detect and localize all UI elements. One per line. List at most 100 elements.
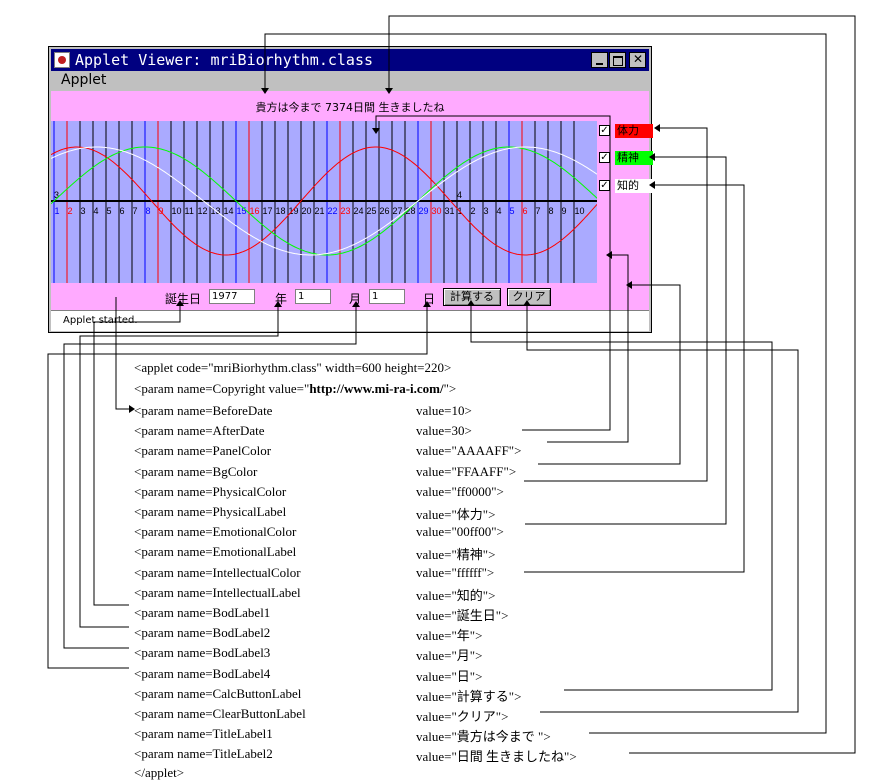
day-tick-label: 15 — [237, 206, 247, 216]
connector-bodlabel3 — [63, 307, 357, 649]
param-row: <param name=BodLabel2 value="年"> — [134, 625, 482, 643]
day-tick-label: 6 — [523, 206, 528, 216]
day-tick-label: 5 — [510, 206, 515, 216]
param-value: value="計算する"> — [416, 688, 522, 704]
param-value: value="貴方は今まで "> — [416, 729, 551, 745]
param-value: value=30> — [416, 423, 472, 439]
connector-titlelabel1 — [264, 33, 827, 734]
param-value: value="ffffff"> — [416, 564, 495, 580]
param-value: value="知的"> — [416, 587, 496, 603]
param-row: <param name=PhysicalLabel value="体力"> — [134, 504, 495, 522]
day-tick-label: 7 — [133, 206, 138, 216]
day-tick-label: 12 — [198, 206, 208, 216]
arrow-titlelabel2 — [385, 88, 393, 94]
lived-days-label: 貴方は今まで 7374日間 生きましたね — [255, 101, 445, 114]
day-tick-label: 23 — [341, 206, 351, 216]
month-mark-label: 3 — [54, 190, 59, 200]
param-name: <param name=BgColor — [134, 463, 258, 479]
param-name: <param name=IntellectualLabel — [134, 584, 301, 600]
param-name: <param name=BodLabel4 — [134, 665, 271, 681]
day-input[interactable]: 1 — [369, 289, 405, 304]
arrow-clearbutton — [523, 300, 531, 306]
param-row: <param name=TitleLabel2 value="日間 生きましたね"… — [134, 746, 577, 764]
year-input[interactable]: 1977 — [209, 289, 255, 304]
day-tick-label: 1 — [55, 206, 60, 216]
arrow-bodlabel2 — [274, 301, 282, 307]
connector-bodlabel4 — [47, 307, 428, 669]
connector-titlelabel2 — [388, 15, 856, 754]
intellectual-label: 知的 — [615, 179, 653, 193]
param-name: <param name=BodLabel2 — [134, 625, 271, 641]
arrow-calcbutton — [467, 300, 475, 306]
day-tick-label: 28 — [406, 206, 416, 216]
day-tick-label: 27 — [393, 206, 403, 216]
emotional-label: 精神 — [615, 151, 653, 165]
menu-applet[interactable]: Applet — [61, 72, 107, 88]
param-name: <param name=BeforeDate — [134, 403, 273, 418]
day-tick-label: 10 — [575, 206, 585, 216]
day-tick-label: 6 — [120, 206, 125, 216]
day-tick-label: 24 — [354, 206, 364, 216]
physical-curve — [51, 146, 597, 256]
param-name: <param name=TitleLabel2 — [134, 746, 273, 762]
arrow-bgcolor — [626, 281, 632, 289]
day-tick-label: 16 — [250, 206, 260, 216]
connector-arrowheads — [129, 88, 660, 413]
param-name: <param name=TitleLabel1 — [134, 726, 273, 742]
clear-button[interactable]: クリア — [507, 288, 551, 306]
param-name: <param name=EmotionalLabel — [134, 544, 297, 560]
day-tick-label: 25 — [367, 206, 377, 216]
day-tick-label: 10 — [172, 206, 182, 216]
arrow-beforedate — [129, 405, 135, 413]
param-name: <param name=PhysicalLabel — [134, 504, 287, 519]
param-row: <param name=TitleLabel1 value="貴方は今まで "> — [134, 726, 551, 744]
arrow-bodlabel3 — [352, 301, 360, 307]
connector-emotionalcolor — [525, 156, 727, 525]
param-value: value="日間 生きましたね"> — [416, 749, 577, 765]
param-row: <param name=IntellectualLabel value="知的"> — [134, 584, 495, 603]
day-tick-label: 31 — [445, 206, 455, 216]
connector-physicalcolor — [524, 127, 708, 482]
maximize-button[interactable] — [609, 52, 626, 68]
connector-beforedate — [115, 297, 131, 410]
param-value: value="クリア"> — [416, 709, 509, 724]
day-tick-label: 11 — [185, 206, 194, 216]
minimize-button[interactable] — [591, 52, 608, 68]
connector-clearbutton — [526, 306, 799, 713]
param-value: value="AAAAFF"> — [416, 443, 522, 459]
month-input[interactable]: 1 — [295, 289, 331, 304]
day-tick-label: 19 — [289, 206, 299, 216]
day-tick-label: 4 — [94, 206, 99, 216]
param-value: value="FFAAFF"> — [416, 463, 517, 479]
menubar: Applet — [51, 71, 649, 91]
applet-close-tag: </applet> — [134, 765, 185, 780]
day-tick-label: 7 — [536, 206, 541, 216]
connector-intellectualcolor — [524, 184, 745, 573]
day-tick-label: 18 — [276, 206, 286, 216]
java-cup-icon — [54, 52, 70, 68]
param-name: <param name=AfterDate — [134, 423, 265, 439]
close-button[interactable] — [629, 52, 646, 68]
day-tick-label: 29 — [419, 206, 429, 216]
copyright-param: <param name=Copyright value="http://www.… — [134, 381, 456, 397]
day-tick-label: 17 — [263, 206, 273, 216]
applet-viewer-window: Applet Viewer: mriBiorhythm.class Applet… — [48, 46, 653, 333]
copyright-suffix: "> — [443, 381, 457, 396]
window-titlebar[interactable]: Applet Viewer: mriBiorhythm.class — [51, 49, 649, 71]
param-value: value="誕生日"> — [416, 608, 509, 623]
day-tick-label: 22 — [328, 206, 338, 216]
applet-open-tag: <applet code="mriBiorhythm.class" width=… — [134, 360, 452, 375]
day-tick-label: 21 — [315, 206, 325, 216]
calc-button[interactable]: 計算する — [443, 288, 501, 306]
param-value: value="体力"> — [416, 507, 496, 522]
day-tick-label: 14 — [224, 206, 234, 216]
param-value: value="年"> — [416, 628, 483, 644]
birthday-label: 誕生日 — [165, 292, 202, 306]
